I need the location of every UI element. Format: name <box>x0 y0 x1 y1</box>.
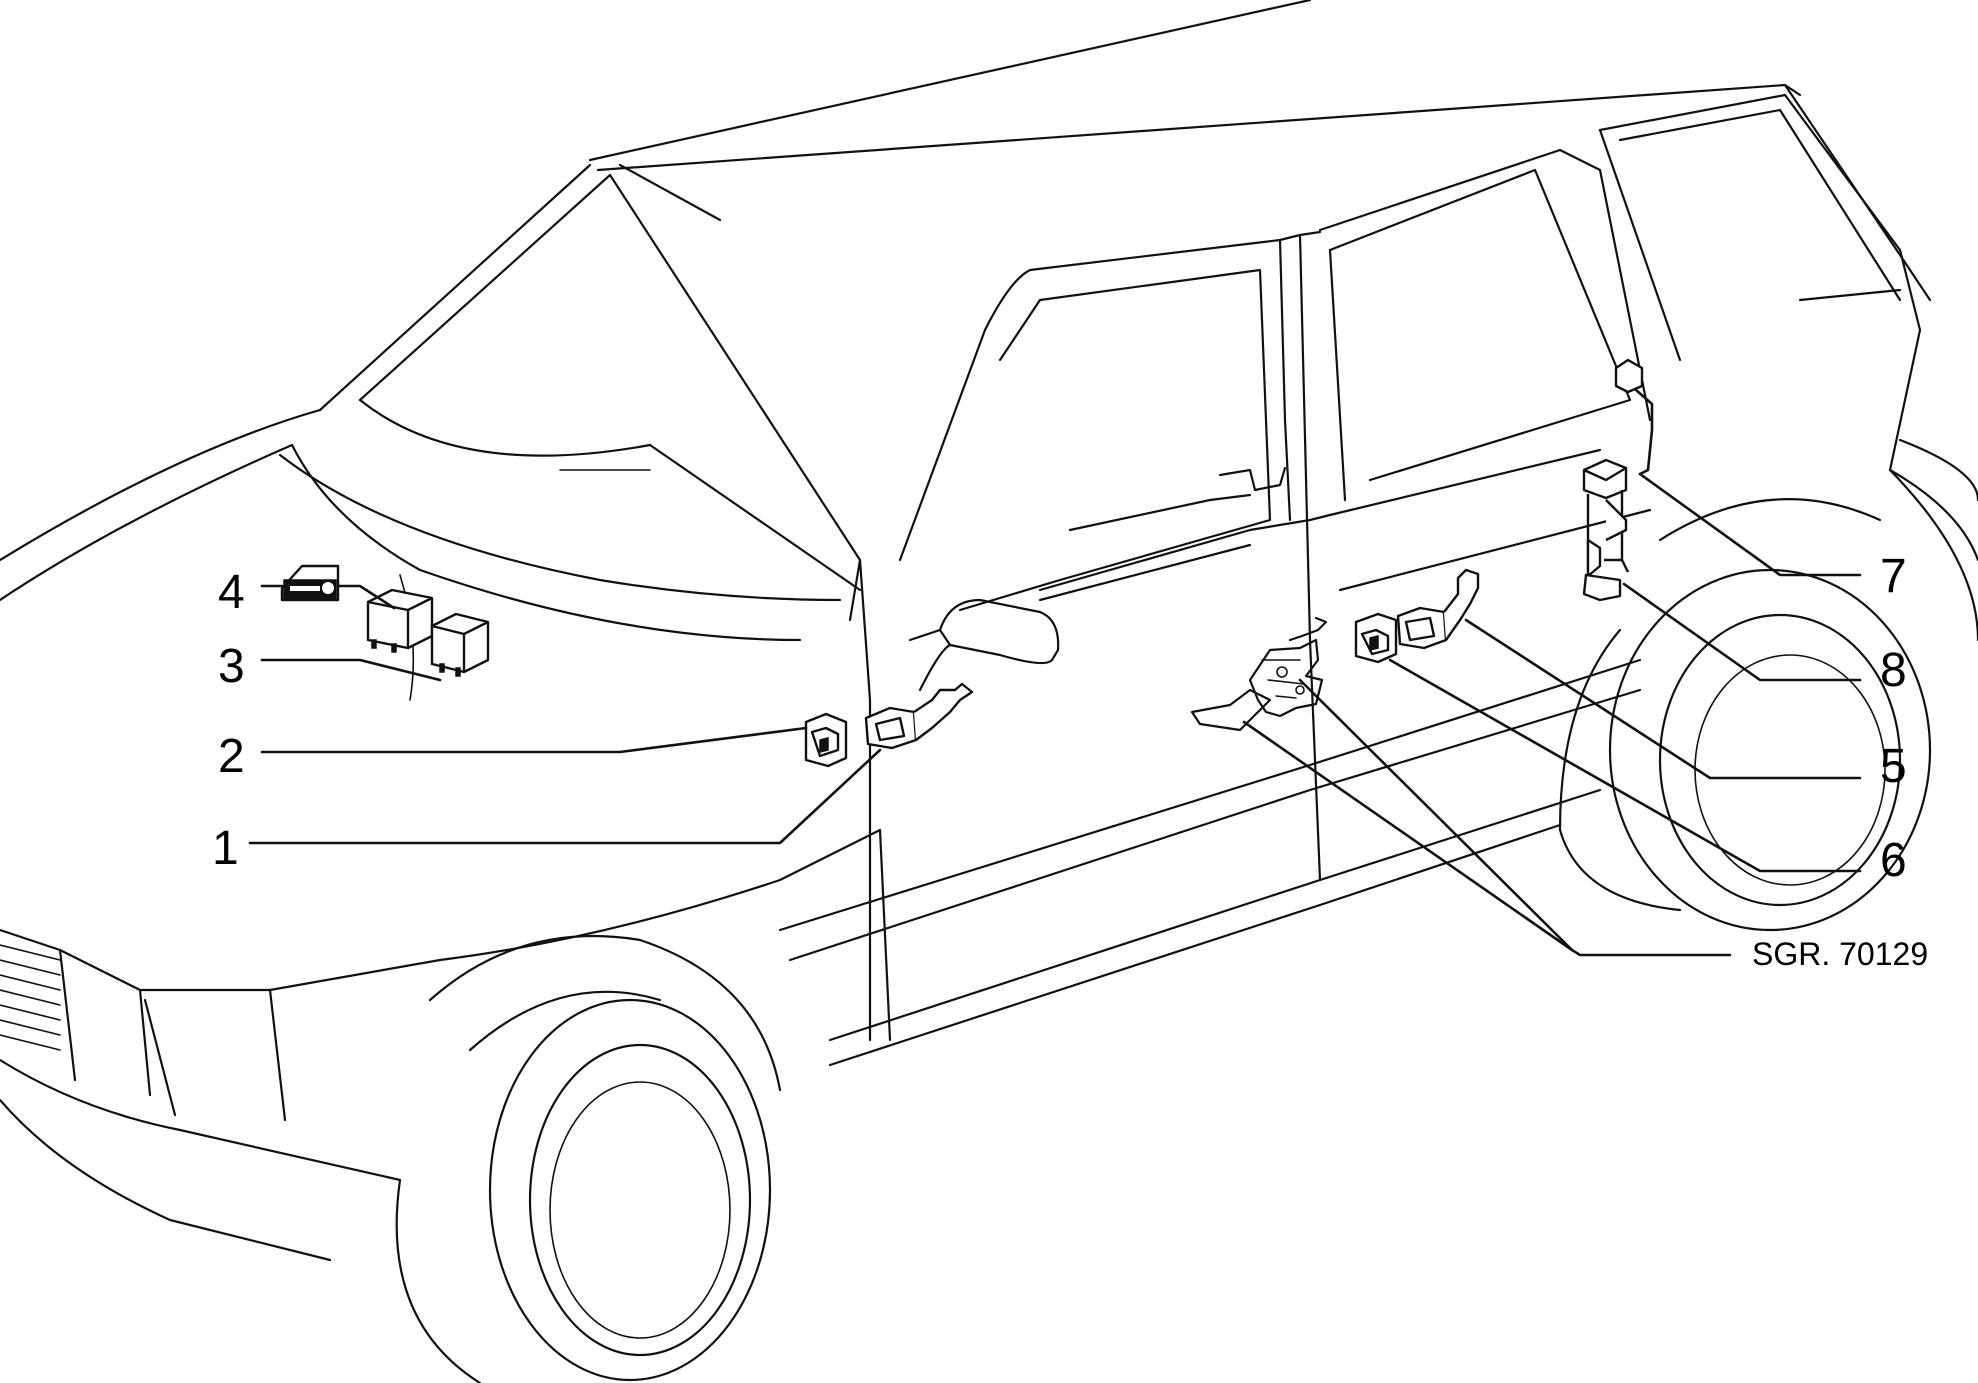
leader-8 <box>1622 582 1862 682</box>
leader-3 <box>260 658 442 682</box>
rear-door-switch-icon <box>1354 612 1398 664</box>
tailgate-rod-icon <box>1614 358 1654 476</box>
callout-3: 3 <box>218 640 245 693</box>
callout-7: 7 <box>1880 550 1907 603</box>
leader-ref <box>1570 948 1732 957</box>
rear-door-switch-conduit-icon <box>1396 568 1480 650</box>
leader-4b <box>336 584 396 610</box>
callout-4: 4 <box>218 566 245 619</box>
leader-7 <box>1638 472 1862 577</box>
relay-unit-icon <box>366 588 490 677</box>
leader-5 <box>1464 618 1862 780</box>
callout-8: 8 <box>1880 644 1907 697</box>
callout-5: 5 <box>1880 740 1907 793</box>
leader-6 <box>1388 658 1862 873</box>
leader-2 <box>260 726 808 754</box>
callout-2: 2 <box>218 730 245 783</box>
leader-ref-b <box>1242 720 1574 952</box>
door-key-icon <box>280 564 340 602</box>
door-lock-mechanism-icon <box>1190 616 1328 732</box>
door-switch-icon <box>804 712 848 768</box>
door-switch-conduit-icon <box>864 682 974 750</box>
callout-1: 1 <box>212 822 239 875</box>
reference-code: SGR. 70129 <box>1752 936 1928 972</box>
leader-lines <box>248 472 1862 957</box>
lock-actuator-icon <box>1582 458 1630 602</box>
leader-1 <box>248 748 882 845</box>
callout-6: 6 <box>1880 834 1907 887</box>
leader-ref-a <box>1298 678 1574 952</box>
callout-labels: 4 3 2 1 7 8 5 6 SGR. 70129 <box>212 550 1928 972</box>
